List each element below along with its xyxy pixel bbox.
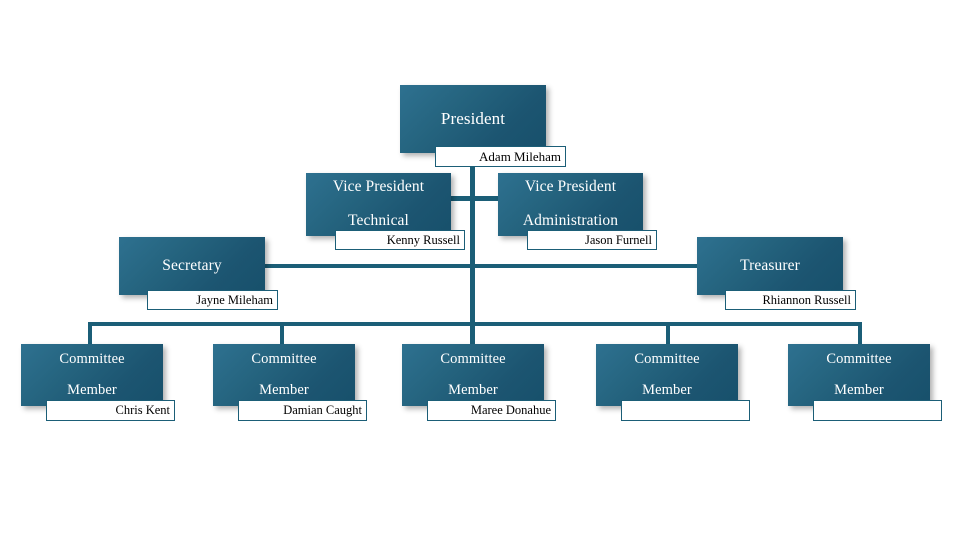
node-committee-member-5[interactable]: Committee Member <box>788 344 948 424</box>
node-committee-member-2-title: Committee Member <box>213 344 355 406</box>
node-secretary[interactable]: Secretary Jayne Mileham <box>119 237 285 314</box>
node-committee-member-5-title-line1: Committee <box>826 350 892 367</box>
connector-committee-bus <box>88 322 862 326</box>
node-committee-member-2-title-line2: Member <box>259 381 309 398</box>
node-treasurer[interactable]: Treasurer Rhiannon Russell <box>697 237 863 314</box>
node-vp-technical[interactable]: Vice President Technical Kenny Russell <box>306 173 472 251</box>
connector-vp-horizontal <box>446 196 500 201</box>
connector-committee-drop-1 <box>88 322 92 344</box>
node-treasurer-name[interactable]: Rhiannon Russell <box>725 290 856 310</box>
connector-committee-drop-3 <box>470 322 475 344</box>
node-committee-member-3-title-line2: Member <box>448 381 498 398</box>
connector-officer-horizontal <box>261 264 701 268</box>
node-vp-administration-title-line2: Administration <box>522 211 619 229</box>
node-committee-member-4[interactable]: Committee Member <box>596 344 756 424</box>
node-vp-administration[interactable]: Vice President Administration Jason Furn… <box>498 173 664 251</box>
node-committee-member-2-title-line1: Committee <box>251 350 317 367</box>
node-committee-member-4-title-line1: Committee <box>634 350 700 367</box>
node-committee-member-3-title: Committee Member <box>402 344 544 406</box>
node-committee-member-4-title: Committee Member <box>596 344 738 406</box>
node-vp-administration-name[interactable]: Jason Furnell <box>527 230 657 250</box>
node-committee-member-4-name[interactable] <box>621 400 750 421</box>
node-secretary-title: Secretary <box>119 237 265 295</box>
node-committee-member-5-title-line2: Member <box>834 381 884 398</box>
node-president-title-text: President <box>440 108 506 128</box>
node-vp-technical-title: Vice President Technical <box>306 173 451 236</box>
node-president-title: President <box>400 85 546 153</box>
node-committee-member-2[interactable]: Committee Member Damian Caught <box>213 344 373 424</box>
node-committee-member-3[interactable]: Committee Member Maree Donahue <box>402 344 562 424</box>
node-committee-member-3-title-line1: Committee <box>440 350 506 367</box>
node-secretary-name[interactable]: Jayne Mileham <box>147 290 278 310</box>
node-treasurer-title: Treasurer <box>697 237 843 295</box>
node-committee-member-1-name[interactable]: Chris Kent <box>46 400 175 421</box>
node-committee-member-1-title-line2: Member <box>67 381 117 398</box>
connector-committee-drop-4 <box>666 322 670 344</box>
node-committee-member-4-title-line2: Member <box>642 381 692 398</box>
node-treasurer-title-text: Treasurer <box>740 256 800 274</box>
node-president[interactable]: President Adam Mileham <box>400 85 566 167</box>
node-vp-technical-title-line2: Technical <box>348 211 409 229</box>
connector-trunk-vertical <box>470 161 475 324</box>
node-president-name[interactable]: Adam Mileham <box>435 146 566 167</box>
node-vp-administration-title-line1: Vice President <box>524 178 617 196</box>
node-vp-administration-title: Vice President Administration <box>498 173 643 236</box>
node-committee-member-1[interactable]: Committee Member Chris Kent <box>21 344 181 424</box>
connector-committee-drop-2 <box>280 322 284 344</box>
node-committee-member-5-name[interactable] <box>813 400 942 421</box>
node-committee-member-3-name[interactable]: Maree Donahue <box>427 400 556 421</box>
node-vp-technical-name[interactable]: Kenny Russell <box>335 230 465 250</box>
node-committee-member-1-title-line1: Committee <box>59 350 125 367</box>
node-committee-member-1-title: Committee Member <box>21 344 163 406</box>
node-committee-member-5-title: Committee Member <box>788 344 930 406</box>
node-secretary-title-text: Secretary <box>162 256 222 274</box>
node-vp-technical-title-line1: Vice President <box>332 178 425 196</box>
node-committee-member-2-name[interactable]: Damian Caught <box>238 400 367 421</box>
connector-committee-drop-5 <box>858 322 862 344</box>
